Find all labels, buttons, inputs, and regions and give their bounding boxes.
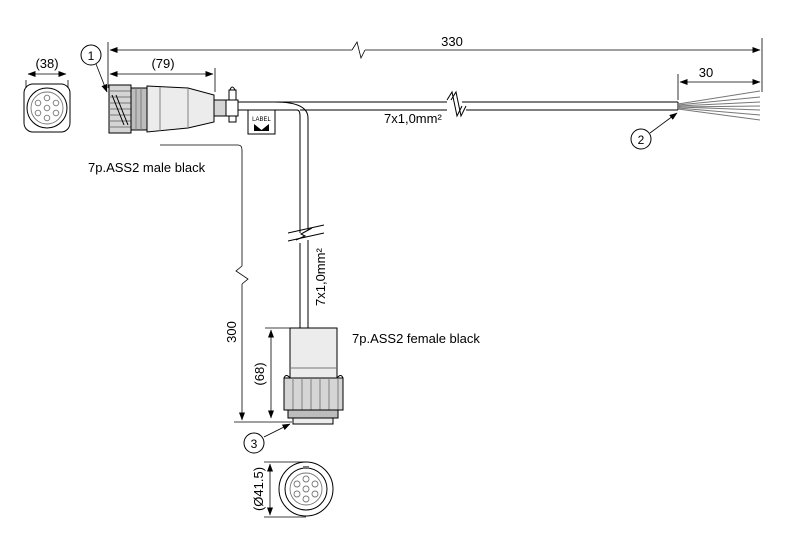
dimension-male-length: (79) (109, 56, 216, 92)
dimension-branch-length-label: 300 (224, 321, 239, 343)
dimension-female-length: (68) (252, 327, 290, 419)
main-cable-spec: 7x1,0mm² (384, 111, 442, 126)
dimension-male-face-label: (38) (35, 56, 58, 71)
dimension-strip-length: 30 (677, 65, 761, 100)
female-connector (283, 327, 344, 425)
branch-cable: 7x1,0mm² (274, 101, 328, 328)
male-connector (108, 84, 239, 134)
male-connector-label: 7p.ASS2 male black (88, 160, 206, 175)
branch-cable-spec: 7x1,0mm² (313, 248, 328, 306)
callout-2-number: 2 (638, 133, 645, 147)
dimension-strip-length-label: 30 (699, 65, 713, 80)
dimension-female-length-label: (68) (252, 362, 267, 385)
callout-1: 1 (80, 44, 108, 93)
callout-3-number: 3 (251, 437, 258, 451)
callout-3: 3 (243, 423, 291, 454)
dimension-total-length: 330 (107, 34, 763, 92)
stripped-wires (677, 90, 761, 121)
dimension-male-length-label: (79) (151, 56, 174, 71)
callout-1-number: 1 (88, 49, 95, 63)
dimension-branch-length: 300 (160, 144, 292, 423)
label-tag: LABEL (247, 109, 276, 135)
label-tag-text: LABEL (252, 117, 271, 123)
female-face-view: (Ø41.5) (251, 461, 334, 518)
female-connector-label: 7p.ASS2 female black (352, 331, 480, 346)
callout-2: 2 (630, 112, 678, 150)
dimension-total-length-label: 330 (441, 34, 463, 49)
male-face-view: (38) (23, 56, 71, 133)
dimension-female-face-label: (Ø41.5) (251, 467, 266, 511)
